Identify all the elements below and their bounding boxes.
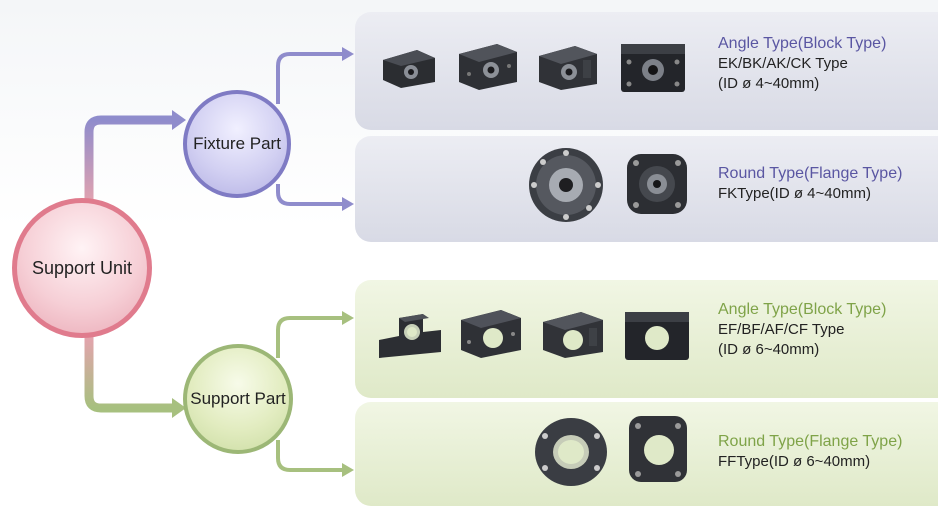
- support-round-types: FFType(ID ø 6~40mm): [718, 453, 871, 470]
- ak-block-product-image: [539, 46, 597, 90]
- arrow-fixture-to-round: [276, 184, 342, 206]
- ck-block-product-image: [621, 44, 685, 92]
- support-round-panel: [355, 402, 938, 506]
- fixture-round-types: FKType(ID ø 4~40mm): [718, 185, 871, 202]
- fixture-angle-types: EK/BK/AK/CK Type: [718, 55, 848, 72]
- support-angle-panel: [355, 280, 938, 398]
- bf-block-product-image: [461, 310, 521, 358]
- arrow-head-support: [172, 398, 186, 418]
- support-unit-label: Support Unit: [31, 257, 133, 278]
- arrow-head-fixture-angle: [342, 47, 354, 61]
- support-angle-text: Angle Type(Block Type) EF/BF/AF/CF Type …: [718, 300, 886, 360]
- support-part-label: Support Part: [190, 389, 286, 408]
- arrow-support-to-round: [276, 440, 342, 472]
- support-part-node: Support Part: [183, 344, 293, 454]
- arrow-main-to-fixture: [84, 115, 172, 205]
- fixture-round-panel: [355, 136, 938, 242]
- cf-block-product-image: [625, 312, 689, 360]
- ek-block-product-image: [383, 50, 435, 88]
- fk-square-flange-product-image: [627, 154, 687, 214]
- arrow-head-fixture: [172, 110, 186, 130]
- ef-block-product-image: [379, 314, 441, 358]
- fixture-angle-id-range: (ID ø 4~40mm): [718, 75, 820, 92]
- fixture-part-label: Fixture Part: [193, 134, 281, 153]
- fixture-angle-panel: [355, 12, 938, 130]
- ff-flange-product-image: [535, 418, 607, 486]
- arrow-head-fixture-round: [342, 197, 354, 211]
- arrow-head-support-angle: [342, 311, 354, 325]
- support-angle-title: Angle Type(Block Type): [718, 301, 887, 318]
- fk-flange-product-image: [529, 148, 603, 222]
- fixture-round-title: Round Type(Flange Type): [718, 165, 903, 182]
- arrow-support-to-angle: [276, 316, 342, 358]
- support-angle-types: EF/BF/AF/CF Type: [718, 321, 845, 338]
- fixture-angle-title: Angle Type(Block Type): [718, 35, 887, 52]
- support-round-text: Round Type(Flange Type) FFType(ID ø 6~40…: [718, 432, 902, 472]
- bk-block-product-image: [459, 44, 517, 90]
- arrow-head-support-round: [342, 463, 354, 477]
- support-angle-id-range: (ID ø 6~40mm): [718, 341, 820, 358]
- fixture-round-text: Round Type(Flange Type) FKType(ID ø 4~40…: [718, 164, 902, 204]
- fixture-angle-text: Angle Type(Block Type) EK/BK/AK/CK Type …: [718, 34, 886, 94]
- arrow-main-to-support: [84, 336, 172, 413]
- support-round-title: Round Type(Flange Type): [718, 433, 903, 450]
- ff-square-flange-product-image: [629, 416, 687, 482]
- fixture-part-node: Fixture Part: [183, 90, 291, 198]
- af-block-product-image: [543, 312, 603, 358]
- support-unit-node: Support Unit: [12, 198, 152, 338]
- arrow-fixture-to-angle: [276, 52, 342, 104]
